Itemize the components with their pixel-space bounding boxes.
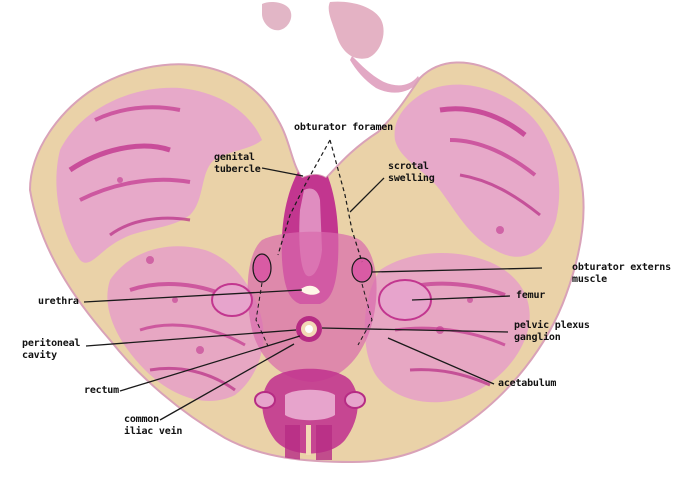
- spinal-canal: [306, 425, 311, 455]
- label-scrotal-swelling-line1: scrotal: [388, 161, 435, 173]
- obturator-left-outline: [253, 254, 271, 282]
- obturator-right-outline: [352, 258, 372, 282]
- label-genital-tubercle-line2: tubercle: [214, 164, 261, 176]
- label-rectum: rectum: [84, 385, 119, 397]
- upper-tissue-strand: [350, 56, 420, 93]
- label-pelvic-plexus-line2: ganglion: [514, 332, 590, 344]
- label-scrotal-swelling: scrotal swelling: [388, 161, 435, 185]
- label-acetabulum: acetabulum: [498, 378, 556, 390]
- label-common-iliac-vein: common iliac vein: [124, 414, 182, 438]
- label-common-iliac-vein-line2: iliac vein: [124, 426, 182, 438]
- label-urethra: urethra: [38, 296, 79, 308]
- label-genital-tubercle: genital tubercle: [214, 152, 261, 176]
- label-femur-text: femur: [516, 290, 545, 302]
- label-genital-tubercle-line1: genital: [214, 152, 261, 164]
- label-peritoneal-cavity-line1: peritoneal: [22, 338, 80, 350]
- left-femur-head: [212, 284, 252, 316]
- label-femur: femur: [516, 290, 545, 302]
- label-pelvic-plexus-line1: pelvic plexus: [514, 320, 590, 332]
- label-pelvic-plexus: pelvic plexus ganglion: [514, 320, 590, 344]
- label-peritoneal-cavity-line2: cavity: [22, 350, 80, 362]
- label-common-iliac-vein-line1: common: [124, 414, 182, 426]
- label-obturator-externus: obturator externs muscle: [572, 262, 671, 286]
- label-acetabulum-text: acetabulum: [498, 378, 556, 390]
- label-peritoneal-cavity: peritoneal cavity: [22, 338, 80, 362]
- label-rectum-text: rectum: [84, 385, 119, 397]
- upper-tissue-fragment-left: [262, 2, 291, 30]
- label-obturator-externus-line1: obturator externs: [572, 262, 671, 274]
- label-obturator-foramen: obturator foramen: [294, 122, 393, 134]
- label-obturator-foramen-text: obturator foramen: [294, 122, 393, 134]
- label-urethra-text: urethra: [38, 296, 79, 308]
- upper-tissue-fragment-right: [329, 2, 384, 59]
- label-obturator-externus-line2: muscle: [572, 274, 671, 286]
- label-scrotal-swelling-line2: swelling: [388, 173, 435, 185]
